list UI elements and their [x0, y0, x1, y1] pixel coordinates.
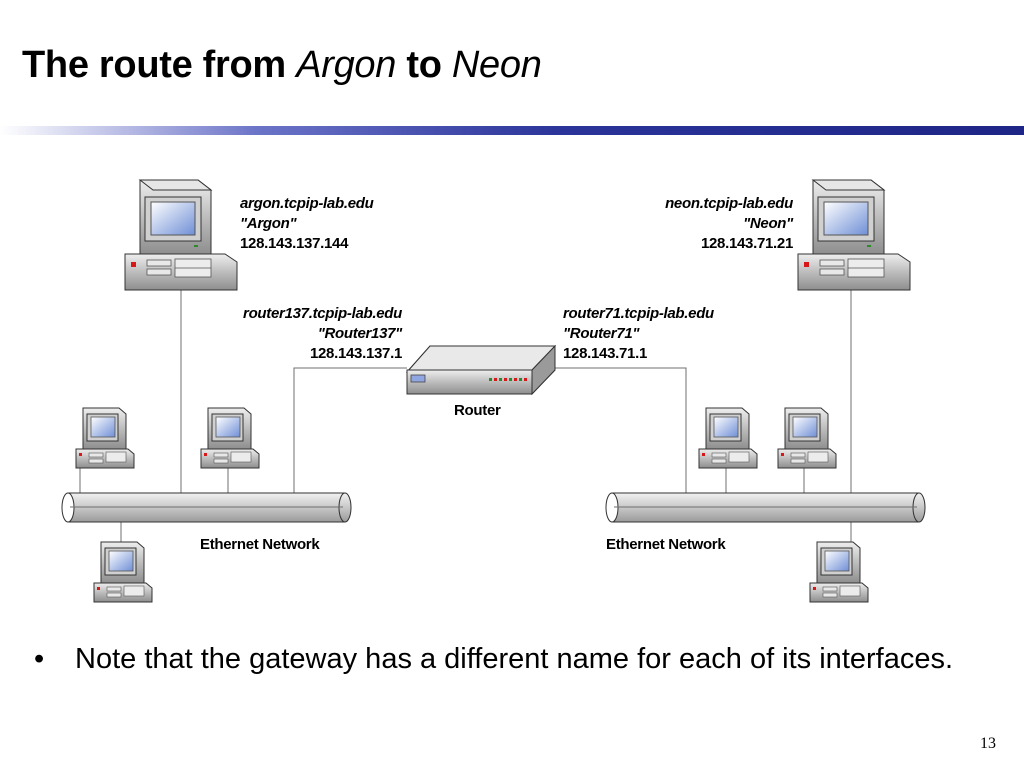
title-mid: to	[396, 44, 452, 86]
title-divider	[0, 126, 1024, 135]
router137-ip: 128.143.137.1	[309, 345, 402, 362]
argon-computer-icon	[124, 179, 238, 291]
host-computer-icon	[75, 407, 135, 469]
router137-alias: "Router137"	[317, 325, 403, 342]
router71-alias: "Router71"	[563, 325, 640, 342]
host-computer-icon	[809, 541, 869, 603]
argon-label: argon.tcpip-lab.edu "Argon" 128.143.137.…	[240, 194, 374, 254]
neon-label: neon.tcpip-lab.edu "Neon" 128.143.71.21	[665, 194, 793, 254]
router71-fqdn: router71.tcpip-lab.edu	[563, 305, 714, 322]
bullet-marker: •	[34, 643, 45, 675]
router-icon	[405, 344, 557, 396]
router-caption: Router	[454, 402, 501, 419]
argon-alias: "Argon"	[240, 215, 297, 232]
host-computer-icon	[698, 407, 758, 469]
router137-fqdn: router137.tcpip-lab.edu	[243, 305, 402, 322]
ethernet-network-label-left: Ethernet Network	[200, 536, 320, 553]
bullet-point: • Note that the gateway has a different …	[34, 640, 974, 678]
neon-alias: "Neon"	[743, 215, 793, 232]
page-number: 13	[980, 735, 996, 752]
bullet-text: Note that the gateway has a different na…	[75, 643, 954, 675]
host-computer-icon	[200, 407, 260, 469]
neon-computer-icon	[797, 179, 911, 291]
router71-label: router71.tcpip-lab.edu "Router71" 128.14…	[563, 304, 714, 364]
argon-ip: 128.143.137.144	[240, 235, 349, 252]
title-prefix: The route from	[22, 44, 297, 86]
host-computer-icon	[93, 541, 153, 603]
host-computer-icon	[777, 407, 837, 469]
ethernet-network-label-right: Ethernet Network	[606, 536, 726, 553]
ethernet-segment-left	[61, 492, 352, 523]
router71-ip: 128.143.71.1	[563, 345, 647, 362]
slide-title: The route from Argon to Neon	[22, 44, 542, 87]
title-destination-host: Neon	[451, 44, 542, 86]
argon-fqdn: argon.tcpip-lab.edu	[240, 195, 374, 212]
network-cables	[79, 290, 852, 542]
ethernet-segment-right	[605, 492, 926, 523]
router137-label: router137.tcpip-lab.edu "Router137" 128.…	[243, 304, 402, 364]
neon-fqdn: neon.tcpip-lab.edu	[665, 195, 793, 212]
title-source-host: Argon	[296, 44, 397, 86]
neon-ip: 128.143.71.21	[700, 235, 793, 252]
